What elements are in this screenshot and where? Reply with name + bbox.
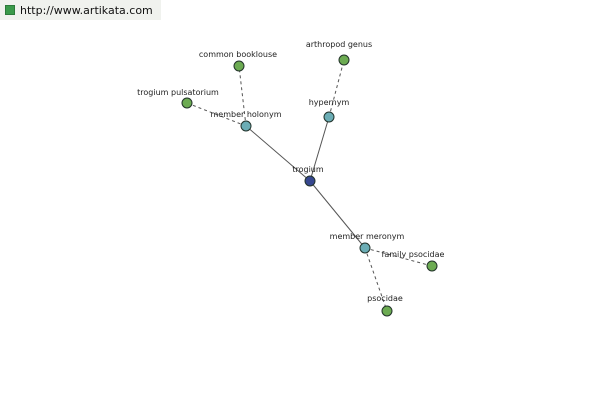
graph-label-common-booklouse: common booklouse [199, 50, 277, 59]
graph-node-family-psocidae[interactable] [426, 260, 438, 272]
graph-label-trogium: trogium [292, 165, 324, 174]
graph-edge-member-holonym--trogium-pulsatorium [186, 102, 247, 127]
graph-node-trogium[interactable] [304, 175, 316, 187]
graph-label-member-holonym: member holonym [210, 110, 281, 119]
graph-node-psocidae[interactable] [381, 305, 393, 317]
graph-label-family-psocidae: family psocidae [382, 250, 445, 259]
graph-node-member-meronym[interactable] [359, 242, 371, 254]
graph-edge-trogium--hypernym [309, 116, 330, 182]
graph-node-common-booklouse[interactable] [233, 60, 245, 72]
graph-label-member-meronym: member meronym [330, 232, 405, 241]
graph-label-psocidae: psocidae [367, 294, 403, 303]
graph-edge-trogium--member-meronym [309, 180, 366, 249]
graph-edge-member-meronym--psocidae [364, 247, 388, 312]
graph-node-arthropod-genus[interactable] [338, 54, 350, 66]
address-url: http://www.artikata.com [20, 3, 153, 17]
graph-edge-trogium--member-holonym [245, 125, 311, 182]
graph-label-hypernym: hypernym [309, 98, 350, 107]
graph-node-member-holonym[interactable] [240, 120, 252, 132]
site-favicon-icon [5, 5, 15, 15]
graph-node-hypernym[interactable] [323, 111, 335, 123]
graph-edge-member-holonym--common-booklouse [238, 65, 247, 127]
address-bar[interactable]: http://www.artikata.com [0, 0, 161, 20]
graph-label-arthropod-genus: arthropod genus [306, 40, 372, 49]
graph-node-trogium-pulsatorium[interactable] [181, 97, 193, 109]
graph-label-trogium-pulsatorium: trogium pulsatorium [137, 88, 219, 97]
graph-edge-hypernym--arthropod-genus [328, 59, 345, 118]
